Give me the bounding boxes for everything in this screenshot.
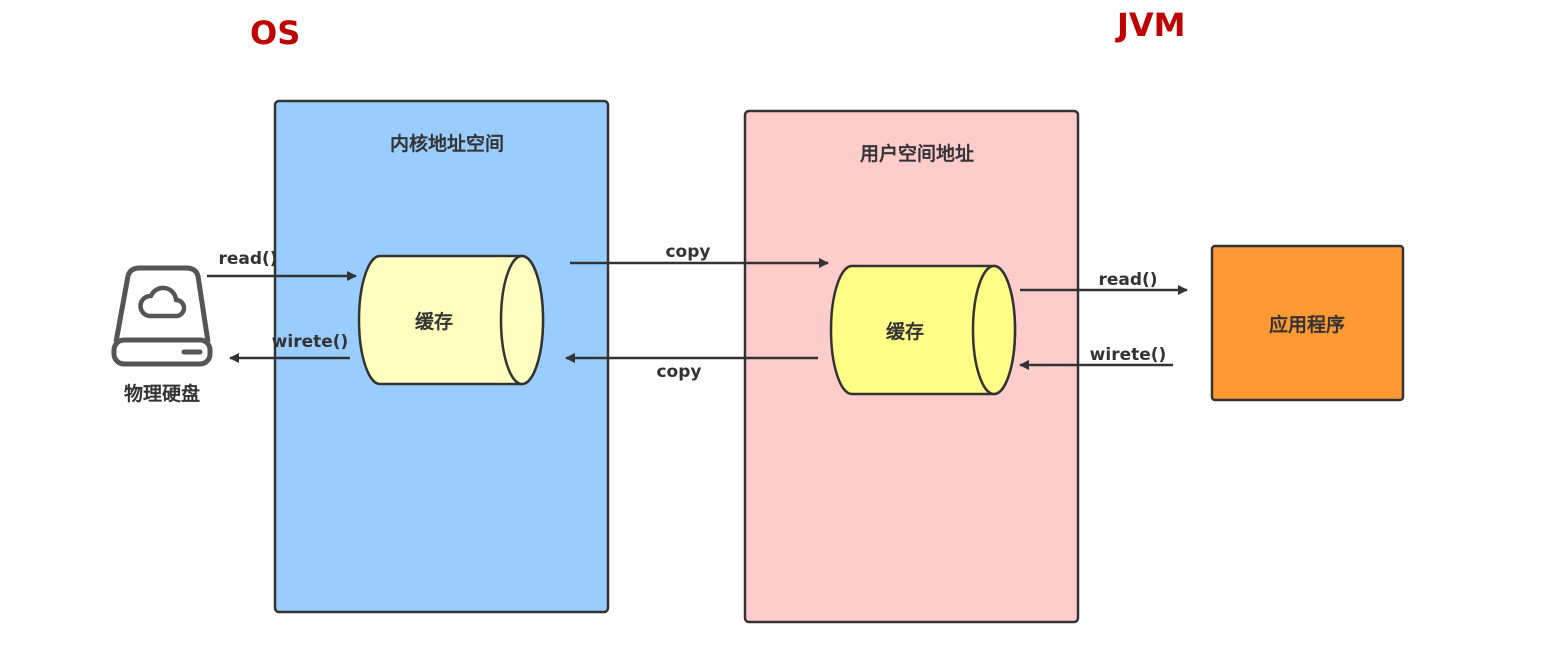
copy-to-kernel-label: copy bbox=[656, 362, 701, 382]
user-buffer-label: 缓存 bbox=[886, 320, 924, 343]
disk-read-label: read() bbox=[218, 249, 277, 269]
app-write-label: wirete() bbox=[1090, 345, 1167, 365]
disk-write-label: wirete() bbox=[272, 332, 349, 352]
kernel-buffer-cylinder: 缓存 bbox=[357, 254, 545, 386]
hard-drive-cloud-icon bbox=[111, 265, 213, 367]
application-label: 应用程序 bbox=[1269, 313, 1345, 336]
copy-to-user-label: copy bbox=[665, 242, 710, 262]
app-read-label: read() bbox=[1098, 270, 1157, 290]
kernel-buffer-label: 缓存 bbox=[415, 310, 453, 333]
user-space-label: 用户空间地址 bbox=[860, 142, 974, 165]
kernel-space-label: 内核地址空间 bbox=[390, 132, 504, 155]
os-heading: OS bbox=[250, 14, 300, 52]
user-buffer-cylinder: 缓存 bbox=[829, 264, 1017, 396]
disk-label: 物理硬盘 bbox=[124, 382, 200, 405]
application-box: 应用程序 bbox=[1210, 244, 1405, 402]
jvm-heading: JVM bbox=[1115, 6, 1186, 44]
